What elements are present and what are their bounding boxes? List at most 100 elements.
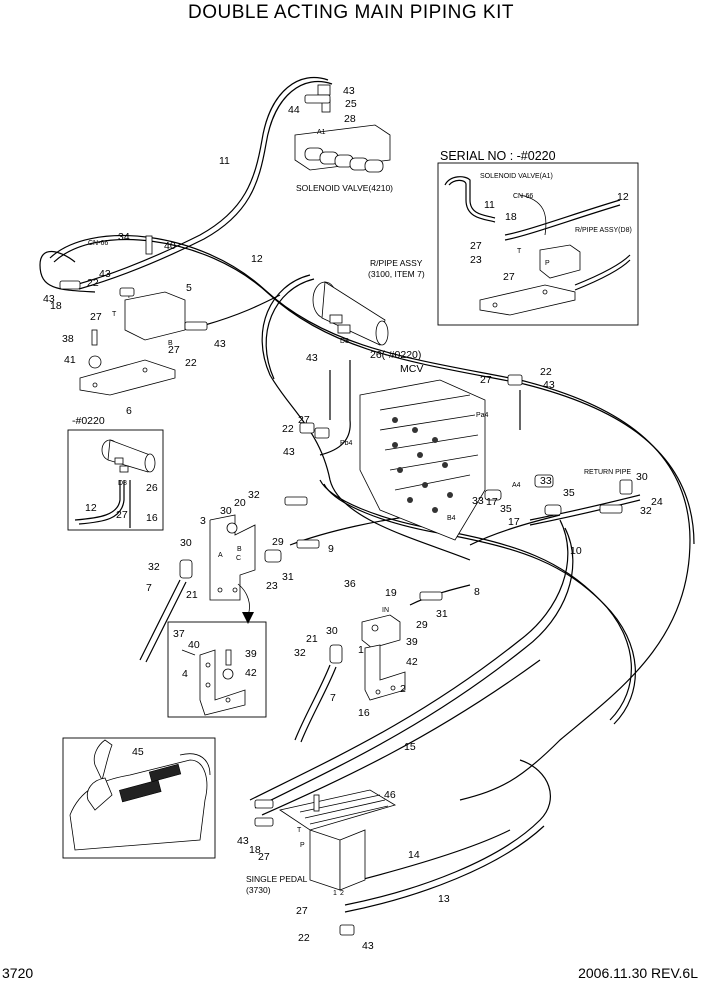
caption-cn66-inset: CN-66 — [513, 193, 533, 200]
svg-text:T: T — [517, 248, 522, 255]
callout-12: 12 — [251, 253, 263, 265]
svg-text:Pb4: Pb4 — [340, 440, 353, 447]
callout-7b: 7 — [330, 692, 336, 704]
svg-text:C: C — [236, 555, 241, 562]
callout-19: 19 — [385, 587, 397, 599]
callout-3: 3 — [200, 515, 206, 527]
bracket-3: A B C — [209, 514, 256, 601]
date-revision: 2006.11.30 REV.6L — [578, 965, 698, 981]
callout-13: 13 — [438, 893, 450, 905]
callout-37: 37 — [173, 628, 185, 640]
serial-inset — [437, 162, 639, 326]
caption-rpipe-assy-ref: (3100, ITEM 7) — [368, 269, 425, 279]
callout-22e: 22 — [298, 932, 310, 944]
svg-text:P: P — [300, 842, 305, 849]
caption-return-pipe: RETURN PIPE — [584, 469, 631, 476]
callout-6: 6 — [126, 405, 132, 417]
bracket-4 — [181, 649, 246, 716]
callout-27-pedal-b: 27 — [296, 905, 308, 917]
callout-22c: 22 — [282, 423, 294, 435]
callout-43g: 43 — [543, 379, 555, 391]
callout-28: 28 — [344, 113, 356, 125]
svg-text:D8: D8 — [340, 338, 349, 345]
callout-22: 22 — [87, 277, 99, 289]
callout-23: 23 — [266, 580, 278, 592]
callout-42: 42 — [245, 667, 257, 679]
callout-12-left-inset: 12 — [85, 502, 97, 514]
callout-43b: 43 — [43, 293, 55, 305]
svg-text:IN: IN — [382, 607, 389, 614]
callout-25: 25 — [345, 98, 357, 110]
callout-35b: 35 — [563, 487, 575, 499]
caption-solenoid-valve-a1: SOLENOID VALVE(A1) — [480, 173, 553, 180]
callout-29b: 29 — [416, 619, 428, 631]
callout-42b: 42 — [406, 656, 418, 668]
callout-43c: 43 — [214, 338, 226, 350]
callout-15: 15 — [404, 741, 416, 753]
callout-34: 34 — [118, 231, 130, 243]
callout-36: 36 — [344, 578, 356, 590]
callout-27c: 27 — [298, 414, 310, 426]
callout-27-inset-b: 27 — [503, 271, 515, 283]
callout-20: 20 — [234, 497, 246, 509]
callout-30b: 30 — [220, 505, 232, 517]
rpipe-assy: D8 — [312, 281, 389, 346]
caption-solenoid-valve: SOLENOID VALVE(4210) — [296, 183, 393, 193]
callout-9: 9 — [328, 543, 334, 555]
callout-38: 38 — [62, 333, 74, 345]
callout-11-inset: 11 — [484, 199, 495, 211]
caption-serial-no: SERIAL NO : -#0220 — [440, 149, 556, 163]
callout-41: 41 — [64, 354, 76, 366]
fittings — [59, 94, 633, 936]
arrow-icon — [242, 612, 254, 624]
callout-43f: 43 — [283, 446, 295, 458]
callout-27a: 27 — [90, 311, 102, 323]
callout-33b: 33 — [472, 495, 484, 507]
callout-4: 4 — [182, 668, 188, 680]
diagram-title: DOUBLE ACTING MAIN PIPING KIT — [188, 2, 514, 23]
svg-text:P: P — [545, 260, 550, 267]
callout-8: 8 — [474, 586, 480, 598]
valve-block-5: P T B — [79, 235, 186, 396]
caption-mcv: MCV — [400, 363, 423, 375]
callout-30d: 30 — [636, 471, 648, 483]
svg-text:2: 2 — [340, 890, 344, 897]
svg-text:1: 1 — [333, 890, 337, 897]
callout-30: 30 — [180, 537, 192, 549]
callout-18-pedal: 18 — [249, 844, 261, 856]
callout-26-inset: 26 — [146, 482, 158, 494]
callout-22d: 22 — [540, 366, 552, 378]
callout-18: 18 — [50, 300, 62, 312]
callout-29: 29 — [272, 536, 284, 548]
single-pedal: T P 1 2 — [278, 789, 396, 897]
caption-inset-serial: -#0220 — [72, 415, 105, 427]
callout-24: 24 — [651, 496, 663, 508]
callout-12-inset: 12 — [617, 191, 629, 203]
serial-0220-inset — [67, 429, 164, 531]
callout-45: 45 — [132, 746, 144, 758]
serial-0220-inset-parts: D8 — [74, 439, 156, 528]
callout-46: 46 — [384, 789, 396, 801]
callout-1: 1 — [358, 644, 364, 656]
caption-rpipe-assy-d8: R/PIPE ASSY(D8) — [575, 227, 632, 234]
callout-43e: 43 — [306, 352, 318, 364]
svg-text:B4: B4 — [447, 515, 456, 522]
hoses — [39, 76, 695, 913]
callout-18-inset: 18 — [505, 211, 517, 223]
cab-inset — [62, 737, 216, 859]
callout-27-inset-a: 27 — [470, 240, 482, 252]
callout-17a: 17 — [486, 496, 498, 508]
callout-22b: 22 — [185, 357, 197, 369]
callout-2: 2 — [400, 683, 406, 695]
svg-text:P: P — [128, 293, 133, 300]
svg-text:B: B — [237, 546, 242, 553]
callout-27-left-inset: 27 — [116, 509, 128, 521]
callout-44: 44 — [288, 104, 300, 116]
callout-32c: 32 — [294, 647, 306, 659]
callout-43i: 43 — [362, 940, 374, 952]
caption-port-26: 26(-#0220) — [370, 349, 421, 361]
callout-32: 32 — [248, 489, 260, 501]
svg-text:T: T — [297, 827, 302, 834]
serial-inset-parts: P T — [444, 176, 631, 316]
callout-30c: 30 — [326, 625, 338, 637]
